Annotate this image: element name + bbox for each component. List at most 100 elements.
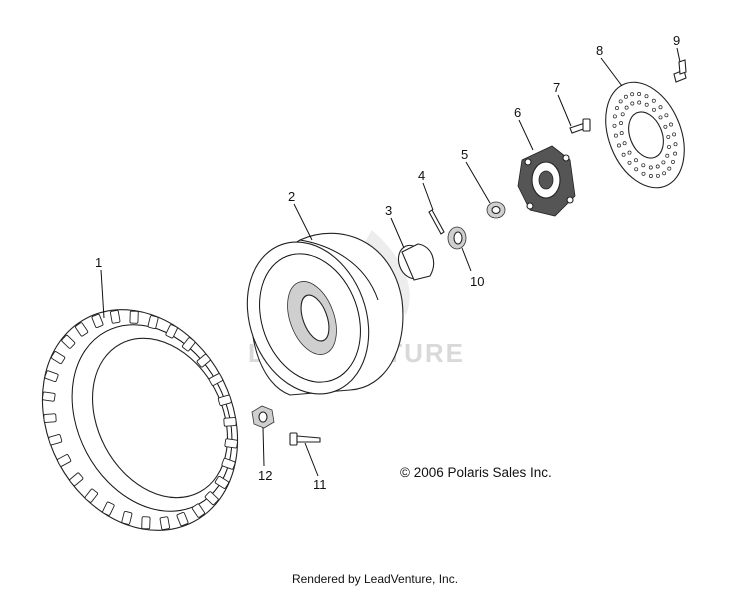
callout-4[interactable]: 4 [418,168,425,183]
disc-hole [652,107,656,112]
tread-block [214,475,229,489]
disc-hole [662,171,667,176]
tread-block [221,457,236,470]
tread-block [159,516,170,531]
brake-disc-holes [612,92,678,178]
tread-block [129,310,139,324]
callout-5[interactable]: 5 [461,147,468,162]
tread-block [196,353,211,368]
disc-hole [663,124,668,129]
cotter-pin[interactable] [428,209,445,235]
disc-hole [641,171,646,176]
disc-hole [623,94,628,99]
tread-block [121,510,133,525]
render-credit: Rendered by LeadVenture, Inc. [292,572,458,586]
tread-block [57,454,72,467]
callout-10[interactable]: 10 [470,274,484,289]
tread-block [91,313,104,328]
tire[interactable] [5,275,275,564]
tread-block [191,503,205,518]
disc-hole [644,102,649,107]
castle-nut[interactable] [447,226,467,250]
disc-hole [655,164,660,169]
disc-hole [615,106,619,111]
leader-lines [100,47,681,477]
disc-hole [627,150,632,155]
disc-hole [634,158,638,163]
disc-hole [666,134,671,139]
wheel-rim[interactable] [227,225,404,411]
disc-hole [665,153,670,158]
disc-hole [667,144,671,149]
disc-hole [622,141,627,146]
disc-hole [612,123,617,128]
tread-block [75,322,89,337]
disc-hole [669,122,673,127]
tread-block [51,351,66,365]
disc-hole [630,92,635,97]
tread-block [102,501,115,516]
tread-block [48,434,63,446]
tread-block [165,324,178,339]
tire-tread [42,309,238,531]
tread-block [217,394,232,406]
washer[interactable] [486,201,506,219]
tread-block [182,337,196,352]
tread-block [42,391,56,402]
tread-block [208,373,223,386]
tread-block [141,516,151,530]
tread-block [224,438,238,449]
disc-hole [661,160,666,165]
disc-hole [613,133,618,138]
callout-11[interactable]: 11 [313,477,327,492]
callout-2[interactable]: 2 [288,189,295,204]
wheel-stud[interactable] [289,432,321,446]
disc-hole [672,132,677,137]
disc-hole [667,166,672,171]
tread-block [61,334,76,349]
tread-block [223,417,237,427]
disc-hole [619,131,624,136]
hub-bolt[interactable] [569,118,591,134]
disc-hole [624,105,629,110]
copyright-notice: © 2006 Polaris Sales Inc. [400,465,552,480]
callouts: 1 2 3 4 5 6 7 8 9 10 11 12 [95,33,680,492]
wheel-hub[interactable] [517,145,576,217]
disc-hole [641,163,646,168]
callout-3[interactable]: 3 [385,203,392,218]
disc-hole [621,152,626,157]
callout-12[interactable]: 12 [258,468,272,483]
disc-hole [620,112,625,117]
disc-hole [658,105,663,110]
disc-hole [648,174,653,178]
disc-hole [612,114,617,119]
tread-block [69,472,84,487]
tread-block [44,370,59,383]
disc-hole [637,92,642,96]
tread-block [43,413,57,423]
disc-hole [618,99,623,104]
callout-9[interactable]: 9 [673,33,680,48]
callout-6[interactable]: 6 [514,105,521,120]
disc-bolt[interactable] [673,59,687,83]
tread-block [110,309,121,324]
disc-hole [651,98,656,103]
lug-nut[interactable] [251,405,275,429]
callout-7[interactable]: 7 [553,80,560,95]
tread-block [176,512,189,527]
disc-hole [664,113,669,118]
hub-cap[interactable] [394,242,435,283]
callout-1[interactable]: 1 [95,255,102,270]
callout-8[interactable]: 8 [596,43,603,58]
disc-hole [655,173,660,178]
tread-block [147,315,159,330]
brake-disc[interactable] [591,71,699,200]
disc-hole [637,100,642,105]
disc-hole [658,115,663,120]
disc-hole [627,160,632,165]
disc-hole [617,143,621,148]
disc-hole [634,167,639,172]
disc-hole [644,94,649,99]
disc-hole [648,165,653,170]
